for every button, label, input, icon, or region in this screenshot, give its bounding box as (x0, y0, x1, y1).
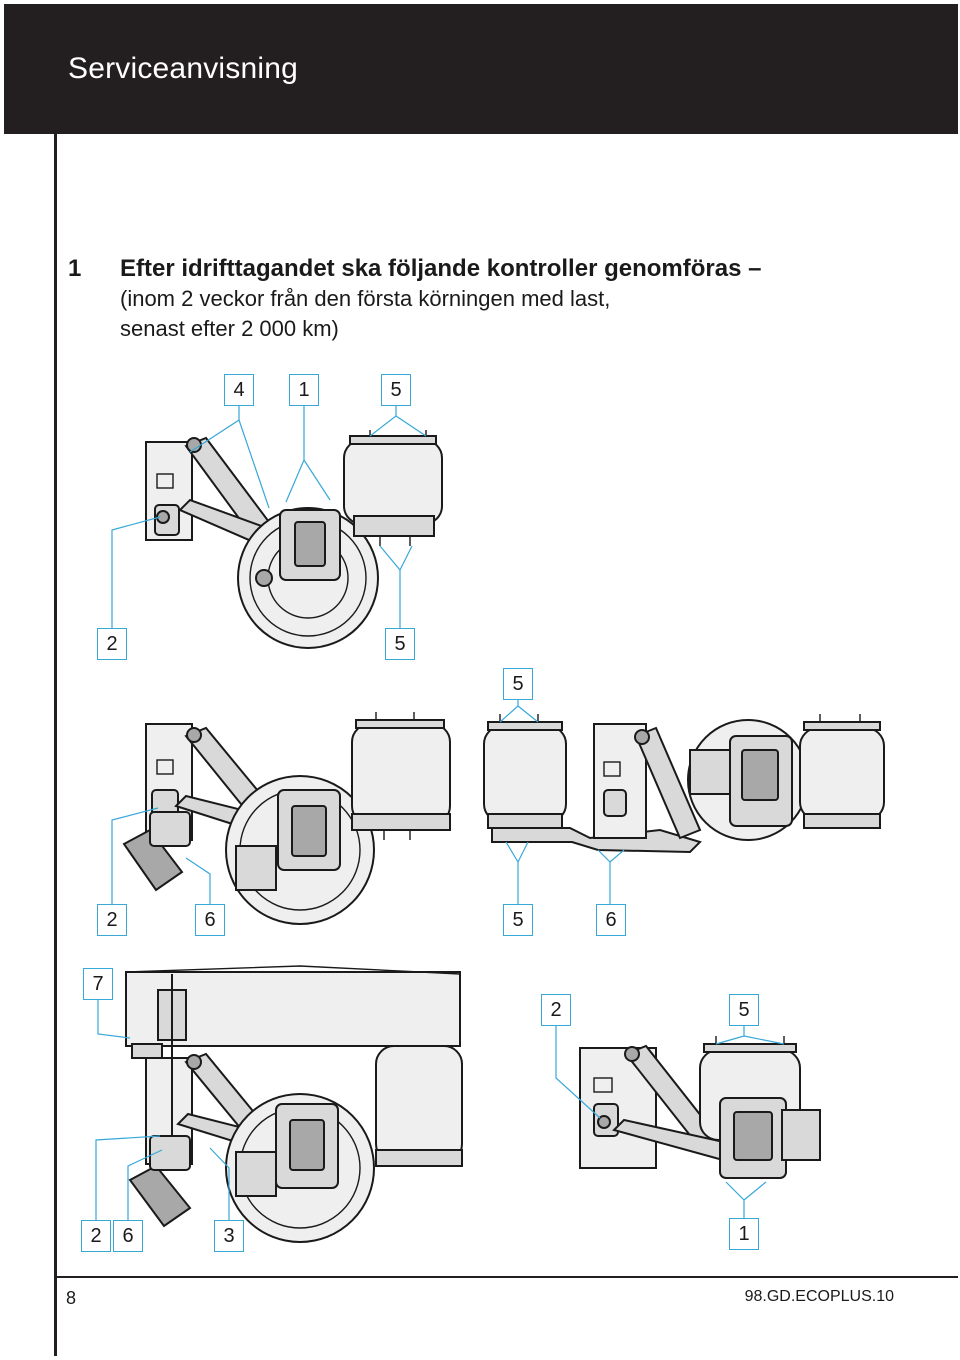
callout-6: 6 (195, 904, 225, 936)
callout-1: 1 (289, 374, 319, 406)
footer-rule (54, 1276, 958, 1278)
page-title: Serviceanvisning (68, 52, 298, 85)
callout-5: 5 (385, 628, 415, 660)
callout-2: 2 (97, 628, 127, 660)
section-subline-2: senast efter 2 000 km) (120, 316, 339, 341)
callout-5: 5 (729, 994, 759, 1026)
callout-5: 5 (503, 904, 533, 936)
callout-5: 5 (503, 668, 533, 700)
callout-2: 2 (97, 904, 127, 936)
callout-5: 5 (381, 374, 411, 406)
page-number: 8 (66, 1288, 77, 1308)
document-code: 98.GD.ECOPLUS.10 (744, 1288, 894, 1305)
callout-2: 2 (81, 1220, 111, 1252)
section-number: 1 (68, 255, 82, 282)
section-subline-1: (inom 2 veckor från den första körningen… (120, 286, 611, 311)
callout-2: 2 (541, 994, 571, 1026)
callout-1: 1 (729, 1218, 759, 1250)
callout-4: 4 (224, 374, 254, 406)
callout-3: 3 (214, 1220, 244, 1252)
callout-7: 7 (83, 968, 113, 1000)
callout-6: 6 (596, 904, 626, 936)
section-heading: Efter idrifttagandet ska följande kontro… (120, 255, 762, 282)
callout-6: 6 (113, 1220, 143, 1252)
header-bar: Serviceanvisning (4, 4, 958, 134)
margin-rule (54, 134, 57, 1356)
